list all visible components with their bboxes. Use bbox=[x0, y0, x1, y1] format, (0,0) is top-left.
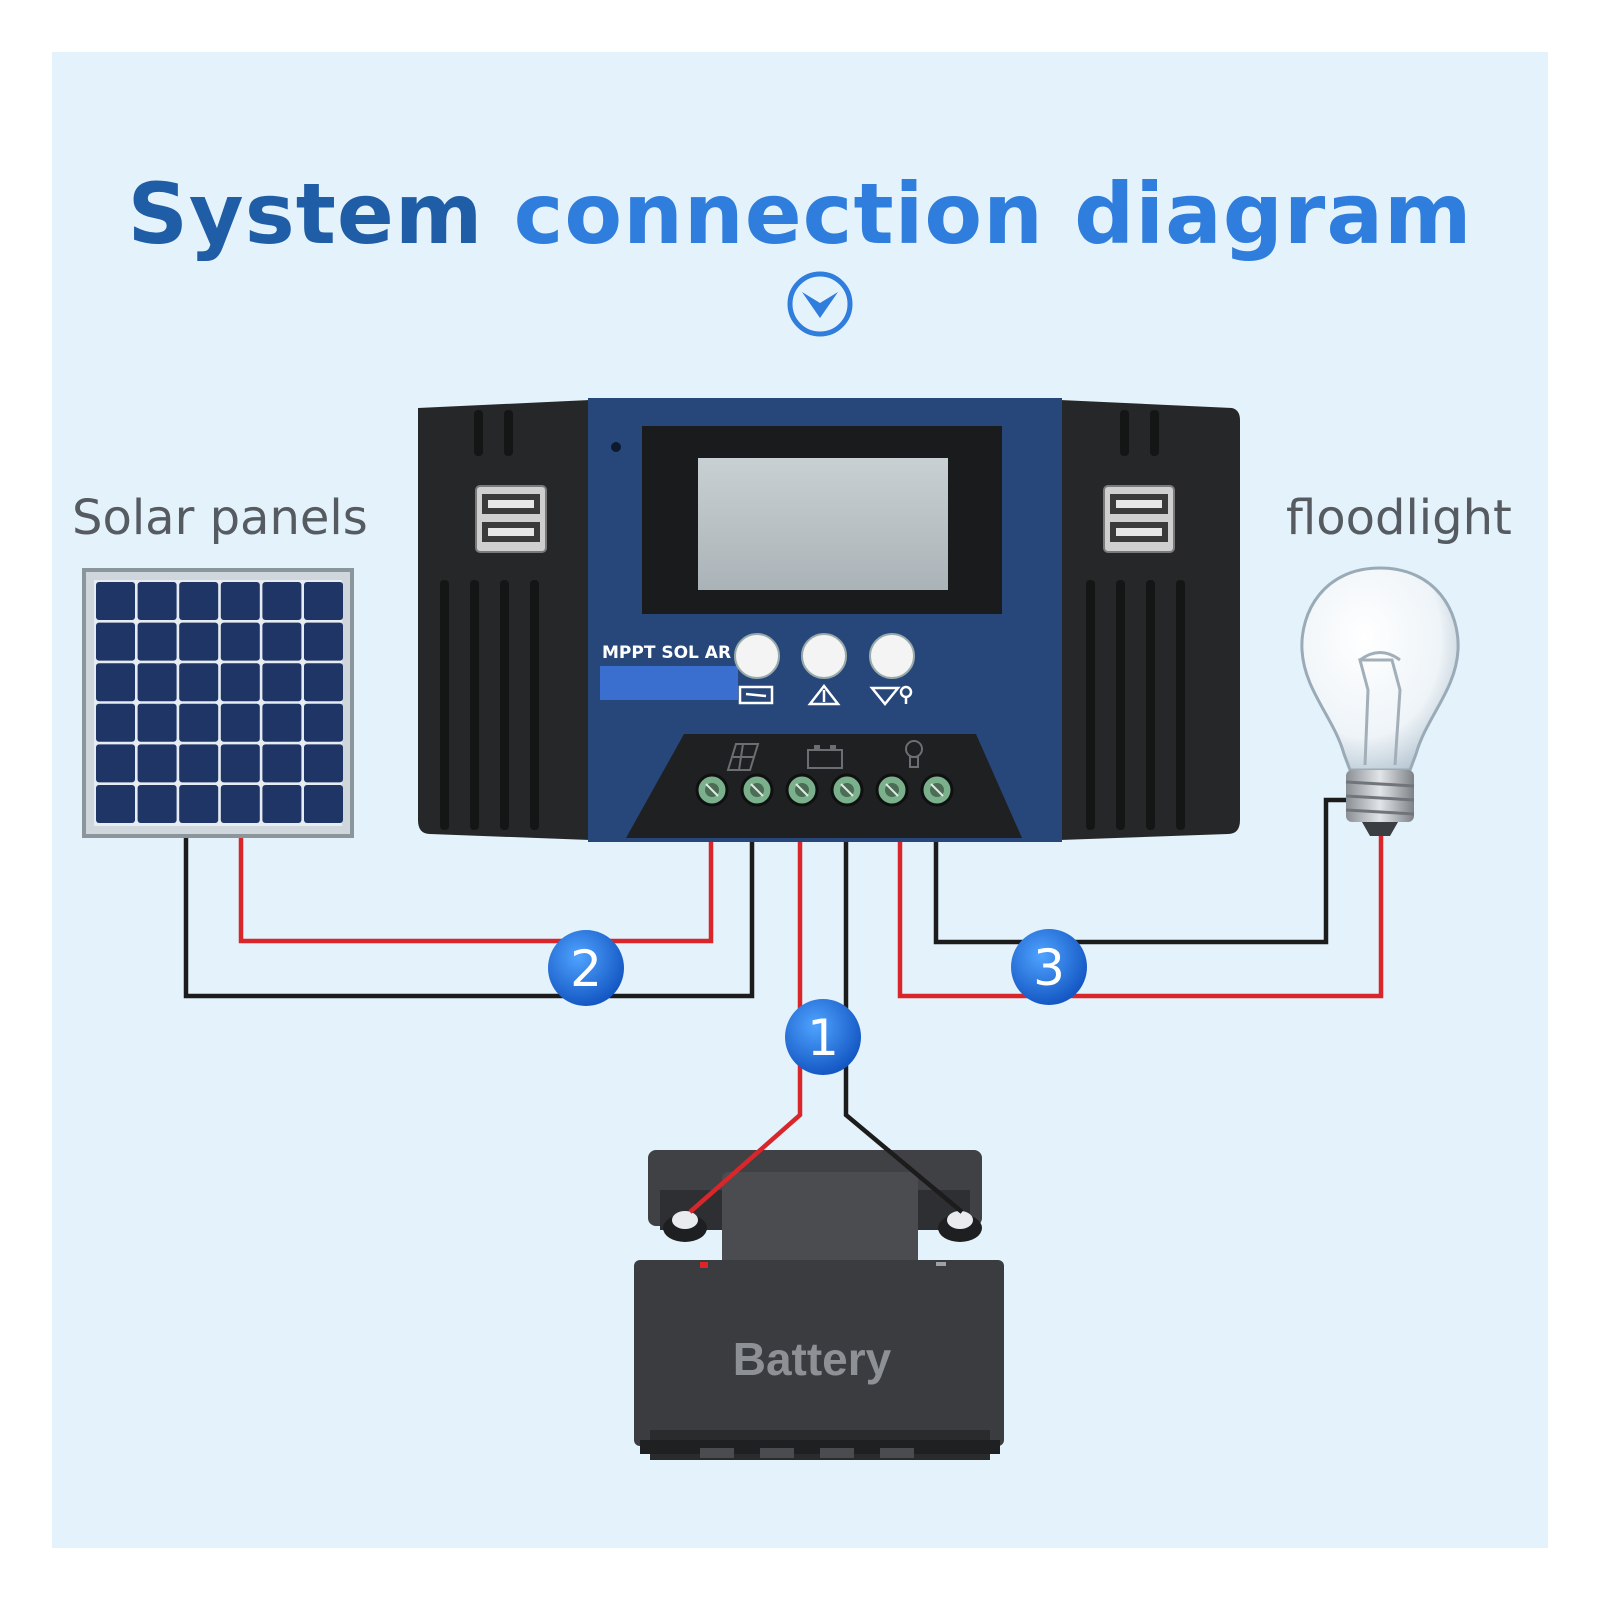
solar-cell bbox=[96, 622, 135, 661]
solar-cell bbox=[304, 785, 343, 823]
solar-panels-label: Solar panels bbox=[72, 490, 368, 546]
solar-cells bbox=[96, 582, 343, 823]
wire-battery-negative bbox=[843, 838, 964, 1214]
marker-1: 1 bbox=[785, 999, 861, 1075]
down-button[interactable] bbox=[869, 633, 915, 706]
wire-battery-positive bbox=[688, 838, 803, 1214]
solar-cell bbox=[304, 622, 343, 661]
solar-panel bbox=[82, 568, 354, 838]
solar-cell bbox=[262, 744, 302, 783]
terminal-screw bbox=[830, 773, 864, 807]
solar-cell bbox=[179, 622, 219, 661]
ridge bbox=[474, 410, 483, 456]
marker-3-label: 3 bbox=[1033, 939, 1065, 997]
title-rest: connection diagram bbox=[513, 165, 1473, 263]
solar-cell bbox=[179, 582, 219, 620]
terminal-screw bbox=[920, 773, 954, 807]
marker-2: 2 bbox=[548, 930, 624, 1006]
solar-cell bbox=[179, 703, 219, 742]
solar-cell bbox=[304, 582, 343, 620]
ridge bbox=[1116, 580, 1125, 830]
page-title: System connection diagram bbox=[0, 165, 1600, 263]
solar-cell bbox=[262, 663, 302, 702]
solar-cell bbox=[262, 582, 302, 620]
solar-cell bbox=[137, 785, 177, 823]
solar-cell bbox=[137, 744, 177, 783]
wire-solar-positive bbox=[238, 838, 714, 944]
solar-cell bbox=[262, 785, 302, 823]
solar-cell bbox=[262, 703, 302, 742]
solar-cell bbox=[137, 703, 177, 742]
solar-cell bbox=[220, 663, 260, 702]
ridge bbox=[1176, 580, 1185, 830]
ridge bbox=[1086, 580, 1095, 830]
solar-cell bbox=[304, 703, 343, 742]
solar-cell bbox=[179, 785, 219, 823]
ridge bbox=[1150, 410, 1159, 456]
terminal-screw bbox=[875, 773, 909, 807]
solar-cell bbox=[137, 663, 177, 702]
solar-cell bbox=[179, 663, 219, 702]
solar-cell bbox=[220, 744, 260, 783]
up-button[interactable] bbox=[801, 633, 847, 706]
ridge bbox=[504, 410, 513, 456]
bulb-icon bbox=[905, 740, 923, 768]
floodlight-label: floodlight bbox=[1286, 490, 1512, 546]
battery: Battery bbox=[634, 1150, 1004, 1460]
solar-cell bbox=[179, 744, 219, 783]
marker-1-label: 1 bbox=[807, 1009, 839, 1067]
battery-label: Battery bbox=[733, 1333, 892, 1385]
ridge bbox=[500, 580, 509, 830]
ridge bbox=[1146, 580, 1155, 830]
solar-cell bbox=[262, 622, 302, 661]
ridge bbox=[530, 580, 539, 830]
wire-load-positive bbox=[897, 836, 1384, 999]
wires bbox=[183, 797, 1384, 1214]
solar-cell bbox=[304, 744, 343, 783]
solar-cell bbox=[220, 582, 260, 620]
battery-icon bbox=[807, 745, 843, 769]
solar-panel-icon bbox=[726, 743, 760, 771]
ridge bbox=[470, 580, 479, 830]
terminal-screw bbox=[695, 773, 729, 807]
wire-solar-negative bbox=[183, 838, 755, 999]
charge-controller: MPPT SOL AR bbox=[418, 398, 1240, 842]
marker-2-label: 2 bbox=[570, 940, 602, 998]
solar-cell bbox=[220, 703, 260, 742]
menu-button[interactable] bbox=[734, 633, 780, 705]
controller-brand-label: MPPT SOL AR bbox=[602, 643, 731, 663]
solar-cell bbox=[304, 663, 343, 702]
floodlight-bulb-icon bbox=[1300, 566, 1460, 836]
usb-port-right-icon bbox=[1103, 485, 1175, 553]
terminal-screw bbox=[740, 773, 774, 807]
terminal-screws bbox=[695, 773, 954, 807]
ridge bbox=[1120, 410, 1129, 456]
solar-cell bbox=[137, 622, 177, 661]
marker-3: 3 bbox=[1011, 929, 1087, 1005]
title-word-system: System bbox=[127, 165, 484, 263]
solar-cell bbox=[96, 785, 135, 823]
solar-cell bbox=[96, 582, 135, 620]
solar-cell bbox=[220, 622, 260, 661]
menu-icon bbox=[738, 685, 774, 705]
ridge bbox=[440, 580, 449, 830]
chevron-down-circle-icon bbox=[787, 271, 853, 337]
heat-sink-ridges bbox=[440, 410, 1185, 830]
wire-load-negative bbox=[933, 797, 1346, 945]
usb-port-left-icon bbox=[475, 485, 547, 553]
solar-cell bbox=[220, 785, 260, 823]
solar-cell bbox=[96, 703, 135, 742]
down-arrow-icon bbox=[869, 685, 913, 706]
solar-cell bbox=[96, 663, 135, 702]
terminal-screw bbox=[785, 773, 819, 807]
solar-cell bbox=[137, 582, 177, 620]
solar-cell bbox=[96, 744, 135, 783]
up-arrow-icon bbox=[807, 683, 841, 706]
